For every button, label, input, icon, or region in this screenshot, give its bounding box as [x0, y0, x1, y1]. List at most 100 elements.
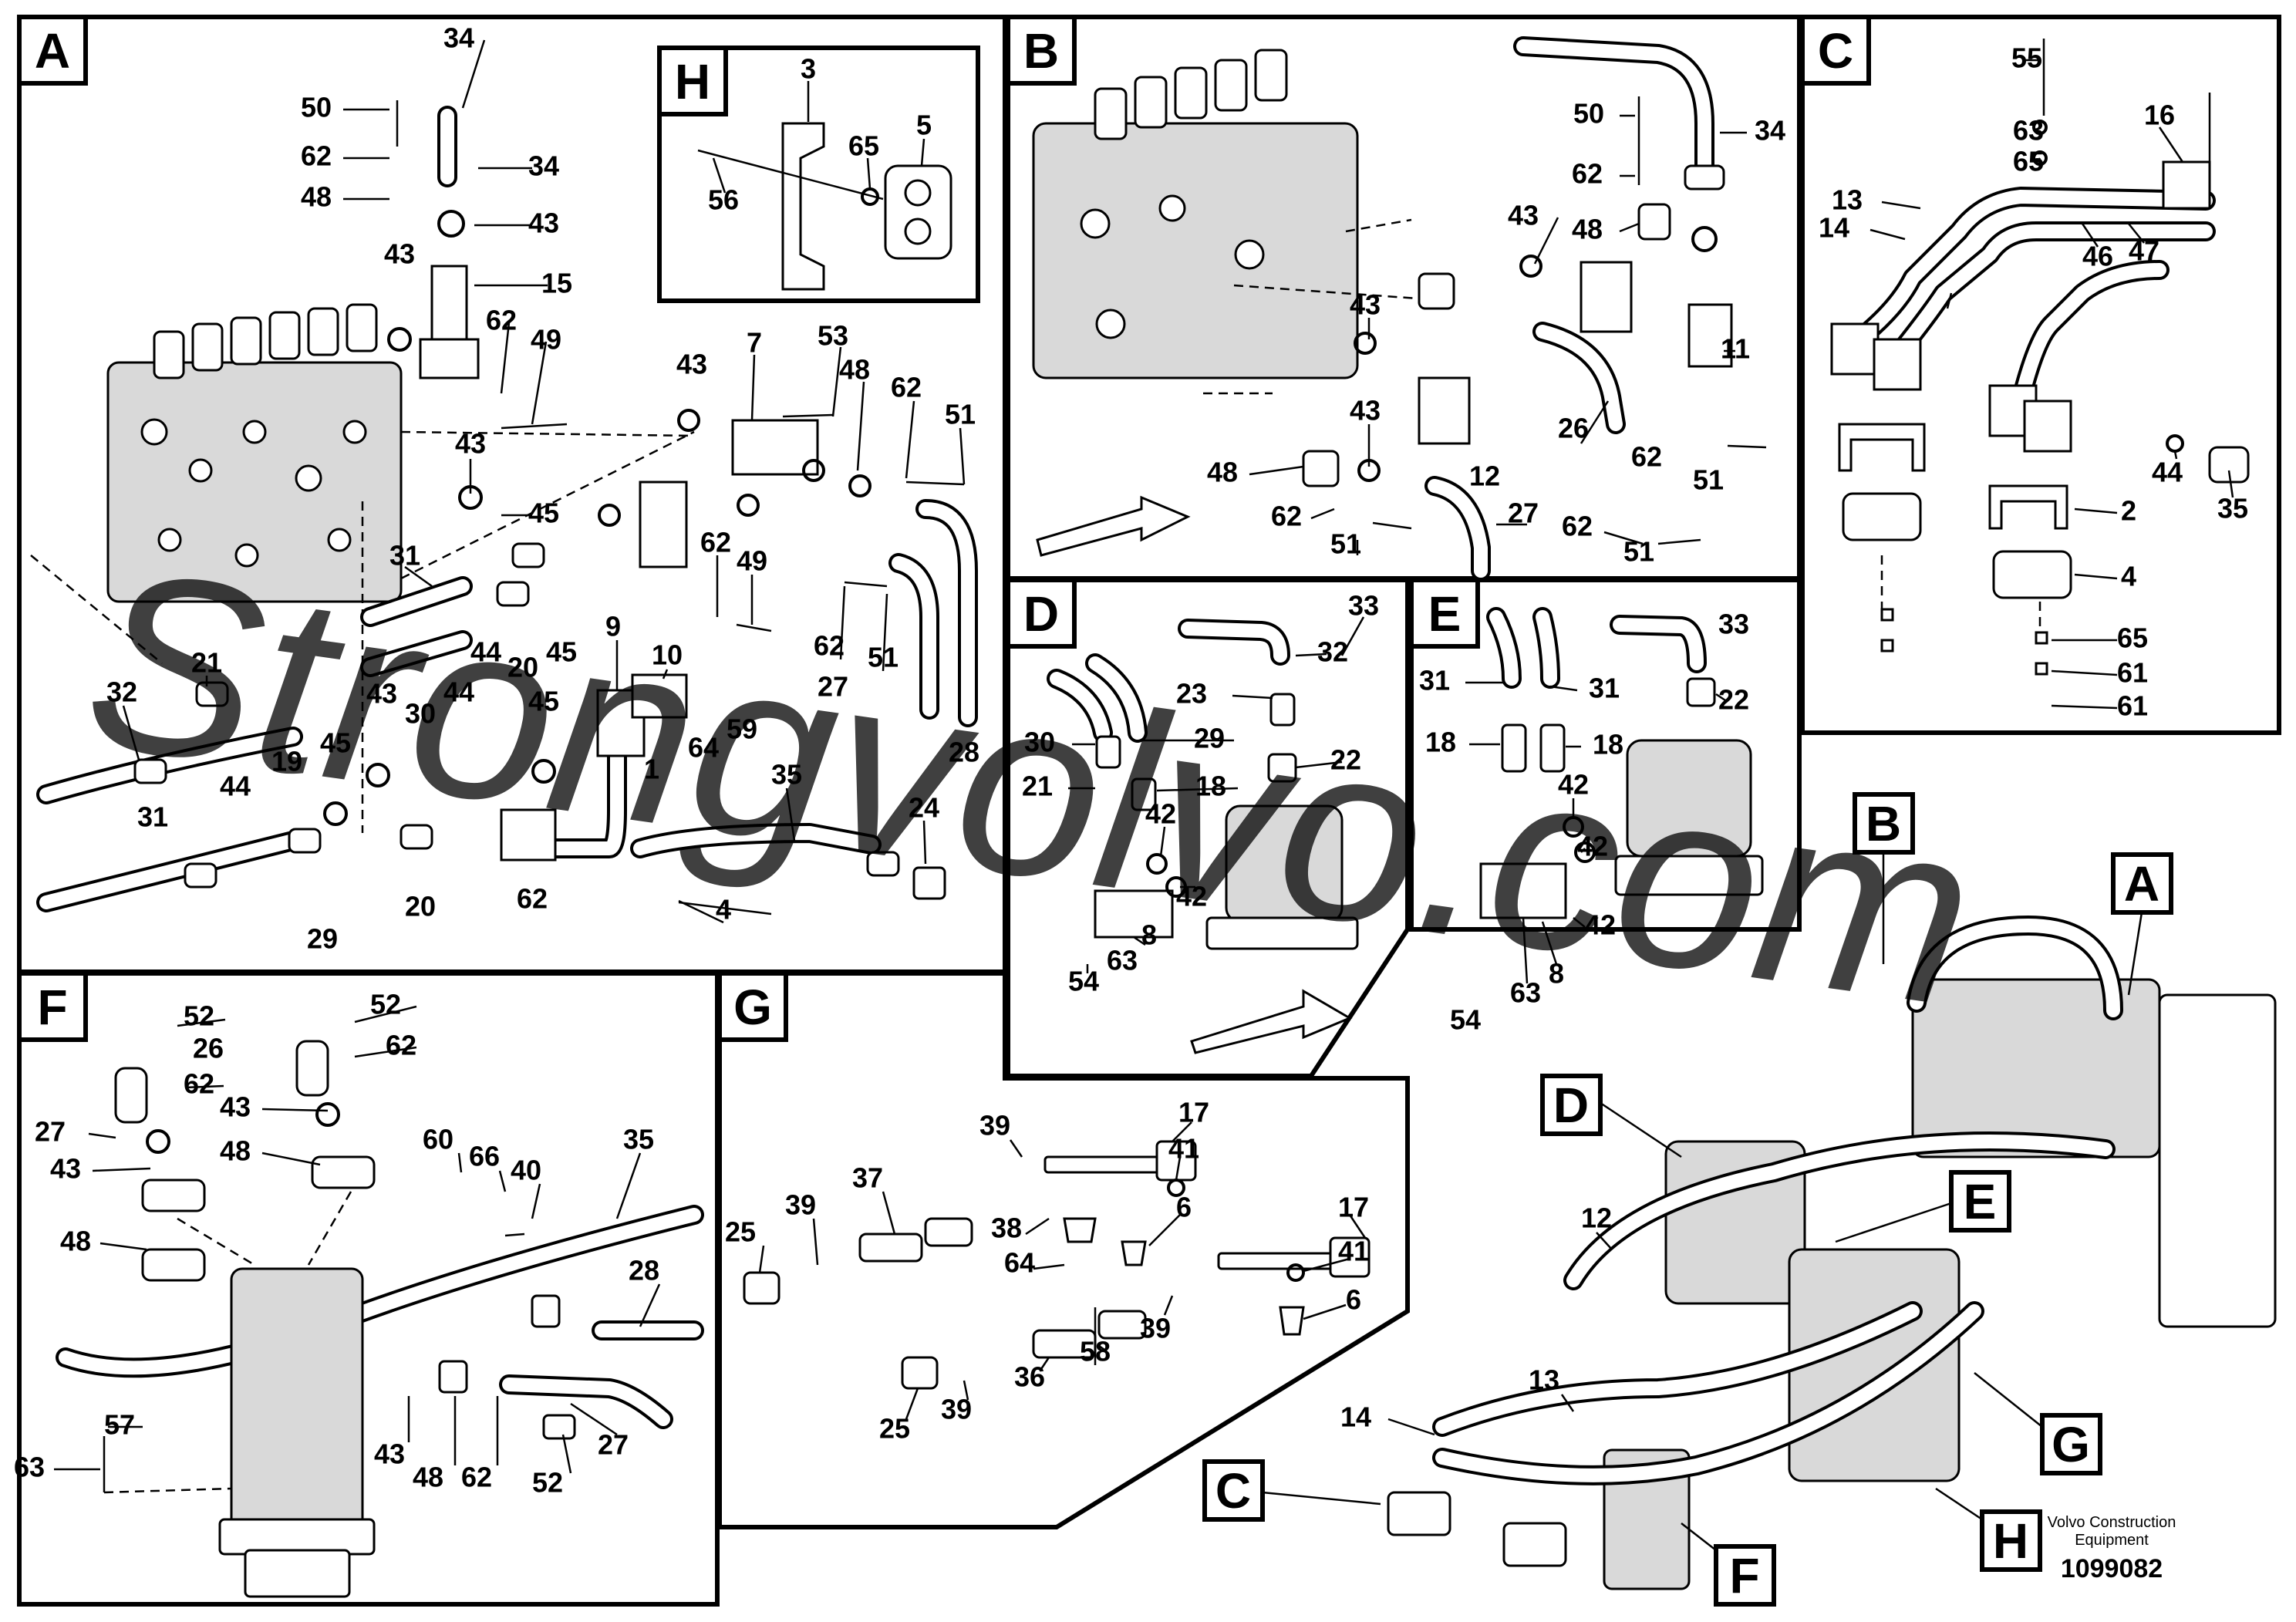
- part-label-A-10: 10: [652, 639, 683, 671]
- part-label-E-8: 8: [1549, 958, 1564, 990]
- part-label-C-44: 44: [2152, 457, 2183, 488]
- brand-line-1: Volvo Construction: [2048, 1514, 2176, 1531]
- part-label-B-51: 51: [1330, 528, 1361, 560]
- section-C-box: [1800, 15, 1871, 86]
- part-label-C-61: 61: [2117, 690, 2148, 722]
- flange-lower: [500, 808, 557, 862]
- frame-E: [1409, 578, 1802, 932]
- part-label-A-29: 29: [307, 923, 338, 955]
- section-B-letter: B: [1023, 23, 1059, 79]
- callout-A: A: [2124, 856, 2159, 912]
- callout-H-box: [1980, 1509, 2042, 1572]
- bracket-3: [781, 122, 825, 291]
- part-label-G-41: 41: [1168, 1133, 1199, 1165]
- part-label-A-28: 28: [949, 737, 979, 768]
- part-label-F-48: 48: [413, 1462, 443, 1493]
- part-label-B-48: 48: [1572, 214, 1603, 245]
- part-label-A-44: 44: [220, 771, 251, 802]
- part-label-A-64: 64: [688, 732, 719, 764]
- flange-b-lower: [1418, 376, 1471, 445]
- part-label-G-64: 64: [1004, 1247, 1035, 1279]
- part-label-E-42: 42: [1577, 831, 1608, 862]
- part-label-B-11: 11: [1721, 333, 1750, 365]
- part-label-F-48: 48: [220, 1135, 251, 1167]
- part-label-C-13: 13: [1832, 184, 1863, 216]
- part-label-A-62: 62: [814, 630, 845, 662]
- part-label-G-58: 58: [1080, 1336, 1111, 1367]
- direction-arrow-b: [1036, 495, 1191, 557]
- part-label-A-49: 49: [737, 545, 767, 577]
- part-label-C-4: 4: [2121, 561, 2136, 592]
- section-D-box: [1006, 578, 1077, 649]
- callout-H: H: [1993, 1513, 2028, 1569]
- callout-C: C: [1215, 1463, 1251, 1519]
- part-label-F-48: 48: [60, 1226, 91, 1257]
- control-valve-b: [1032, 122, 1359, 379]
- part-label-A-45: 45: [320, 727, 351, 759]
- valve-spools: [153, 303, 378, 379]
- part-label-A-44: 44: [470, 636, 501, 668]
- flange-base: [419, 338, 480, 379]
- part-label-B-50: 50: [1573, 98, 1604, 130]
- part-label-B-62: 62: [1572, 158, 1603, 190]
- flange-b-upper: [1580, 261, 1633, 333]
- part-label-B-43: 43: [1508, 200, 1539, 231]
- section-frames: [17, 15, 2281, 1607]
- section-A-letter: A: [35, 23, 70, 79]
- section-B-art: [1032, 36, 1767, 581]
- part-label-G-25: 25: [879, 1413, 910, 1445]
- part-label-E-42: 42: [1585, 909, 1616, 941]
- part-label-F-43: 43: [220, 1091, 251, 1123]
- part-label-A-45: 45: [528, 497, 559, 529]
- section-H-art: [697, 81, 952, 291]
- part-label-G-17: 17: [1178, 1097, 1209, 1128]
- part-label-A-15: 15: [541, 268, 572, 299]
- fitting-6-upper: [1121, 1240, 1147, 1266]
- part-label-B-62: 62: [1271, 501, 1302, 532]
- part-label-A-19: 19: [271, 746, 302, 777]
- frame-H: [657, 46, 980, 303]
- part-label-A-62: 62: [301, 140, 332, 172]
- section-G-letter: G: [733, 980, 772, 1035]
- part-label-D-8: 8: [1141, 919, 1157, 951]
- part-label-E-54: 54: [1450, 1004, 1481, 1036]
- callout-F-box: [1714, 1544, 1776, 1607]
- part-label-C-46: 46: [2082, 241, 2113, 272]
- part-label-D-42: 42: [1145, 798, 1176, 830]
- part-label-A-4: 4: [716, 894, 731, 926]
- section-C-art: [1830, 39, 2250, 710]
- part-label-B-26: 26: [1558, 413, 1589, 444]
- part-label-A-62: 62: [891, 372, 922, 403]
- part-label-G-6: 6: [1346, 1284, 1361, 1316]
- callout-D: D: [1553, 1077, 1589, 1133]
- part-label-C-14: 14: [1819, 212, 1849, 244]
- part-label-B-62: 62: [1631, 441, 1662, 473]
- part-label-C-65: 65: [2013, 146, 2044, 177]
- part-label-D-33: 33: [1348, 590, 1379, 622]
- part-label-A-20: 20: [507, 652, 538, 683]
- part-label-A-48: 48: [301, 181, 332, 213]
- part-label-D-22: 22: [1330, 744, 1361, 776]
- section-G-art: [743, 1121, 1371, 1420]
- part-label-B-43: 43: [1350, 395, 1381, 427]
- part-label-H-56: 56: [708, 184, 739, 216]
- part-label-A-51: 51: [868, 642, 899, 673]
- part-label-F-43: 43: [374, 1438, 405, 1470]
- part-label-F-52: 52: [184, 1000, 214, 1032]
- part-label-A-20: 20: [405, 891, 436, 922]
- overview-art: [1387, 916, 2277, 1590]
- clamp-4: [1992, 550, 2072, 599]
- part-label-D-42: 42: [1176, 881, 1207, 912]
- part-label-A-48: 48: [839, 354, 870, 386]
- plate-1: [631, 673, 688, 719]
- part-label-A-43: 43: [528, 207, 559, 239]
- part-label-A-43: 43: [384, 238, 415, 270]
- part-label-A-45: 45: [528, 686, 559, 717]
- bracket-c-1: [1838, 423, 1926, 472]
- part-label-C-63: 63: [2013, 115, 2044, 147]
- section-E-box: [1409, 578, 1480, 649]
- section-D-letter: D: [1023, 586, 1059, 642]
- callout-G: G: [2052, 1417, 2090, 1472]
- part-label-F-62: 62: [184, 1068, 214, 1100]
